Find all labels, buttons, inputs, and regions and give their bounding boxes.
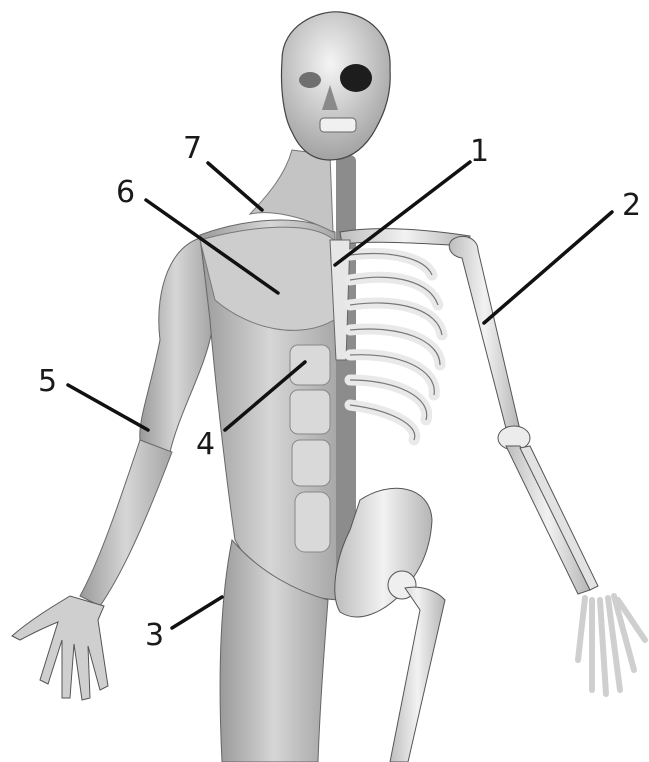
muscle-half — [12, 150, 340, 762]
hand-left — [12, 596, 108, 700]
label-7: 7 — [183, 134, 202, 164]
abdominal-muscles — [290, 345, 330, 552]
humerus — [449, 236, 520, 436]
leader-line-7 — [208, 163, 262, 210]
label-5: 5 — [38, 367, 57, 397]
label-1: 1 — [470, 137, 489, 167]
rib-cage — [350, 254, 442, 440]
leader-line-5 — [68, 385, 148, 430]
forearm-muscle — [80, 440, 172, 606]
neck-muscle — [250, 150, 333, 232]
label-3: 3 — [145, 621, 164, 651]
eye-socket-left — [299, 72, 321, 88]
eye-socket-right — [340, 64, 372, 92]
hand-right-bones — [578, 596, 645, 694]
leader-line-3 — [172, 597, 222, 628]
teeth — [320, 118, 356, 132]
spine — [336, 155, 356, 575]
skull — [281, 12, 390, 160]
upper-arm-muscle — [140, 238, 212, 452]
label-4: 4 — [196, 430, 215, 460]
head — [281, 12, 390, 160]
leader-line-2 — [484, 212, 612, 323]
femur — [390, 587, 445, 762]
skeleton-half — [330, 155, 645, 762]
label-6: 6 — [116, 178, 135, 208]
forearm-bones — [506, 446, 590, 594]
label-2: 2 — [622, 191, 641, 221]
